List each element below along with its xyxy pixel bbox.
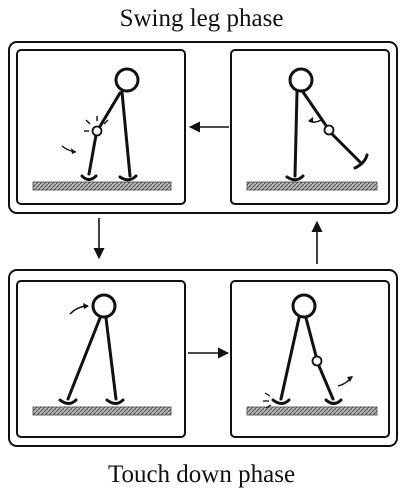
knee-joint xyxy=(93,127,102,136)
knee-joint xyxy=(325,126,334,135)
swing-panel-left xyxy=(17,50,185,204)
swing-panel-right xyxy=(231,50,389,204)
stance-leg xyxy=(295,92,297,176)
knee-joint xyxy=(313,357,322,366)
touchdown-panel-right xyxy=(231,281,389,437)
ground-strip xyxy=(33,407,171,415)
head xyxy=(290,69,312,91)
head xyxy=(116,69,138,91)
touchdown-panel-left xyxy=(17,281,185,437)
ground-strip xyxy=(247,182,377,190)
head xyxy=(293,295,315,317)
ground-strip xyxy=(33,182,171,190)
head xyxy=(93,295,115,317)
